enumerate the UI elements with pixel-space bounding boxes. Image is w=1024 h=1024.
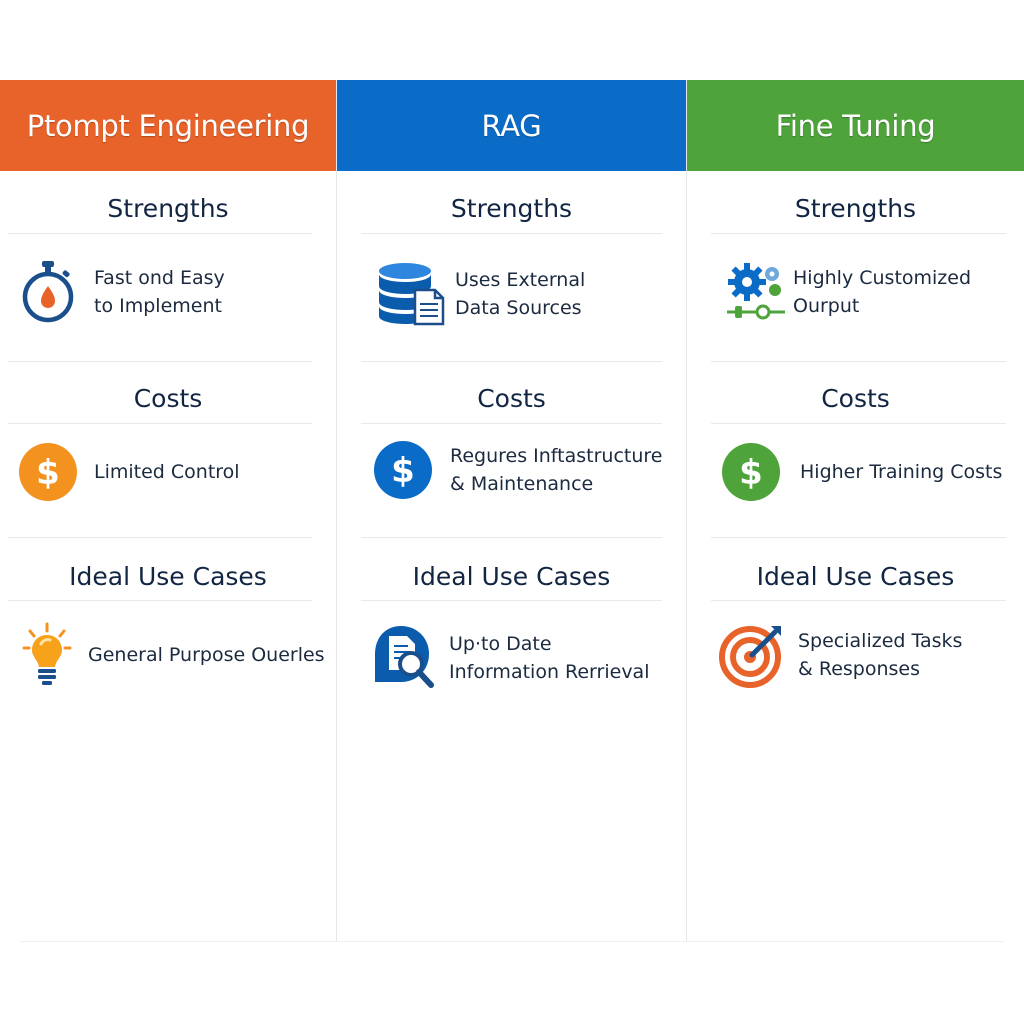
section-heading-use-cases: Ideal Use Cases (412, 562, 611, 591)
column-fine-tuning: Fine Tuning Strengths (686, 80, 1024, 942)
strength-item: Fast ond Easy to Implement (20, 260, 225, 324)
item-text-line: Limited Control (94, 461, 240, 483)
divider (8, 600, 312, 601)
column-prompt-engineering: Ptompt Engineering Strengths Fast ond Ea… (0, 80, 336, 942)
target-icon (719, 626, 781, 688)
cost-item: $ Limited Control (18, 442, 240, 502)
divider (8, 361, 312, 362)
item-text-line: Data Sources (455, 297, 582, 319)
section-heading-strengths: Strengths (794, 194, 917, 223)
item-text-line: General Purpose Ouerles (88, 644, 325, 666)
lightbulb-icon (22, 622, 72, 685)
divider (711, 537, 1006, 538)
divider (711, 361, 1006, 362)
database-document-icon (379, 263, 445, 326)
gears-sliders-icon (727, 263, 785, 320)
item-text-line: Uses External (455, 269, 586, 291)
item-text-line: Specialized Tasks (798, 630, 963, 652)
bottom-divider (20, 941, 1004, 942)
stopwatch-icon (22, 261, 74, 323)
divider (8, 233, 312, 234)
item-text-line: Information Rerrieval (449, 661, 650, 683)
divider (8, 537, 312, 538)
divider (361, 537, 662, 538)
strength-item: Highly Customized Ourput (725, 260, 971, 324)
svg-text:$: $ (739, 453, 763, 493)
section-heading-use-cases: Ideal Use Cases (69, 562, 267, 591)
column-header: Ptompt Engineering (0, 80, 336, 171)
column-header: Fine Tuning (687, 80, 1024, 171)
divider (361, 233, 662, 234)
cost-item: $ Higher Training Costs (721, 442, 1002, 502)
item-text-line: Regures Inftastructure (450, 445, 663, 467)
divider (361, 361, 662, 362)
divider (711, 233, 1006, 234)
column-rag: RAG Strengths Uses External Data Sources… (336, 80, 686, 942)
dollar-coin-icon: $ (374, 441, 432, 499)
item-text-line: Highly Customized (793, 267, 972, 289)
item-text-line: & Maintenance (450, 473, 594, 495)
item-text-line: & Responses (798, 658, 921, 680)
section-heading-costs: Costs (477, 384, 546, 413)
item-text-line: Up·to Date (449, 633, 552, 655)
column-header: RAG (337, 80, 686, 171)
divider (711, 423, 1006, 424)
dollar-coin-icon: $ (722, 443, 780, 501)
divider (711, 600, 1006, 601)
use-case-item: General Purpose Ouerles (22, 622, 325, 688)
section-heading-use-cases: Ideal Use Cases (756, 562, 955, 591)
use-case-item: Up·to Date Information Rerrieval (371, 624, 649, 692)
svg-text:$: $ (391, 451, 415, 491)
divider (361, 423, 662, 424)
document-search-icon (375, 626, 434, 688)
divider (8, 423, 312, 424)
comparison-board: Ptompt Engineering Strengths Fast ond Ea… (0, 80, 1024, 942)
section-heading-strengths: Strengths (450, 194, 573, 223)
svg-text:$: $ (36, 453, 60, 493)
section-heading-strengths: Strengths (107, 194, 229, 223)
item-text-line: Ourput (793, 295, 860, 317)
use-case-item: Specialized Tasks & Responses (719, 622, 962, 688)
section-heading-costs: Costs (821, 384, 890, 413)
strength-item: Uses External Data Sources (377, 262, 585, 326)
dollar-coin-icon: $ (19, 443, 77, 501)
cost-item: $ Regures Inftastructure & Maintenance (373, 440, 662, 500)
item-text-line: Fast ond Easy (94, 267, 225, 289)
section-heading-costs: Costs (133, 384, 203, 413)
item-text-line: Higher Training Costs (800, 461, 1003, 483)
item-text-line: to Implement (94, 295, 222, 317)
divider (361, 600, 662, 601)
